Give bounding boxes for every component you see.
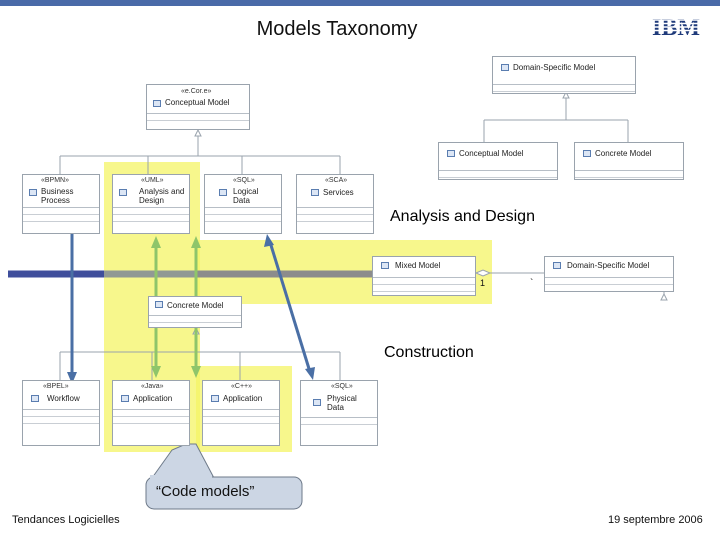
- label-analysis-design: Analysis and Design: [390, 208, 535, 225]
- box-analysis-design: «UML»Analysis and Design: [112, 174, 190, 234]
- top-bar: [0, 0, 720, 6]
- class-icon: [447, 150, 455, 157]
- class-icon: [501, 64, 509, 71]
- box-mixed-model: Mixed Model: [372, 256, 476, 296]
- tick-mark: `: [530, 278, 534, 289]
- class-icon: [121, 395, 129, 402]
- footer-left: Tendances Logicielles: [12, 514, 120, 526]
- class-icon: [583, 150, 591, 157]
- class-icon: [219, 189, 227, 196]
- class-icon: [553, 262, 561, 269]
- multiplicity-label: 1: [480, 278, 486, 288]
- ibm-logo: IBM: [646, 15, 706, 38]
- class-icon: [31, 395, 39, 402]
- box-domain-specific-mid: Domain-Specific Model: [544, 256, 674, 292]
- class-icon: [29, 189, 37, 196]
- callout-code-models: “Code models”: [156, 483, 255, 500]
- class-icon: [381, 262, 389, 269]
- box-conceptual-left: «e.Cor.e»Conceptual Model: [146, 84, 250, 130]
- box-services: «SCA»Services: [296, 174, 374, 234]
- class-icon: [211, 395, 219, 402]
- box-concrete-mid: Concrete Model: [148, 296, 242, 328]
- slide-title: Models Taxonomy: [256, 18, 418, 40]
- box-application-cpp: «C++»Application: [202, 380, 280, 446]
- class-icon: [153, 100, 161, 107]
- box-application-java: «Java»Application: [112, 380, 190, 446]
- box-business-process: «BPMN»Business Process: [22, 174, 100, 234]
- box-conceptual-right: Conceptual Model: [438, 142, 558, 180]
- box-physical-data: «SQL»Physical Data: [300, 380, 378, 446]
- box-concrete-right: Concrete Model: [574, 142, 684, 180]
- class-icon: [155, 301, 163, 308]
- class-icon: [119, 189, 127, 196]
- class-icon: [311, 189, 319, 196]
- box-workflow: «BPEL»Workflow: [22, 380, 100, 446]
- box-domain-specific-top: Domain-Specific Model: [492, 56, 636, 94]
- label-construction: Construction: [384, 344, 474, 361]
- box-logical-data: «SQL»Logical Data: [204, 174, 282, 234]
- class-icon: [313, 399, 321, 406]
- footer-right: 19 septembre 2006: [608, 514, 703, 526]
